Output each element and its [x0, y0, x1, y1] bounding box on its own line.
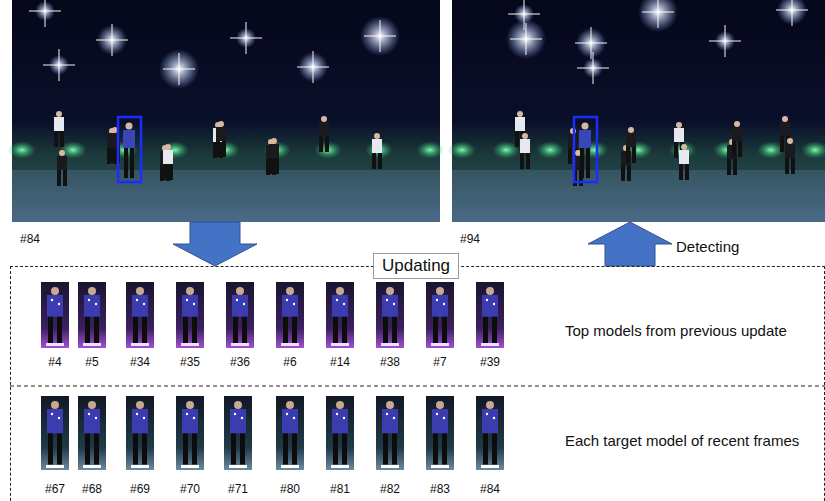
- target-thumbnail: [376, 396, 404, 470]
- frame-number: #39: [480, 355, 500, 369]
- target-thumbnail: [426, 282, 454, 348]
- video-frame-box: #94: [452, 0, 825, 222]
- video-frame: [448, 0, 825, 222]
- frame-number: #68: [82, 482, 102, 496]
- target-thumbnail: [276, 396, 304, 470]
- frame-number: #6: [283, 355, 296, 369]
- arrow-label: Detecting: [676, 238, 739, 255]
- frame-number: #71: [228, 482, 248, 496]
- frame-number: #36: [230, 355, 250, 369]
- frame-number: #83: [430, 482, 450, 496]
- frame-number: #84: [480, 482, 500, 496]
- target-thumbnail: [176, 282, 204, 348]
- frame-number: #67: [45, 482, 65, 496]
- target-thumbnail: [126, 396, 154, 470]
- target-thumbnail: [78, 396, 106, 470]
- bounding-box: [574, 117, 597, 182]
- bounding-box: [118, 117, 141, 182]
- target-thumbnail: [326, 396, 354, 470]
- frame-number: #94: [460, 232, 480, 246]
- block-arrow: [173, 222, 257, 266]
- video-frame-box: #84: [12, 0, 440, 222]
- target-thumbnail: [476, 282, 504, 348]
- frame-number: #5: [85, 355, 98, 369]
- frame-number: #80: [280, 482, 300, 496]
- target-thumbnail: [224, 396, 252, 470]
- target-thumbnail: [176, 396, 204, 470]
- frame-number: #69: [130, 482, 150, 496]
- target-thumbnail: [476, 396, 504, 470]
- target-thumbnail: [41, 396, 69, 470]
- region-title: Updating: [373, 253, 459, 279]
- row-label: Top models from previous update: [565, 322, 787, 339]
- target-thumbnail: [226, 282, 254, 348]
- divider-line: [10, 386, 825, 387]
- row-label: Each target model of recent frames: [565, 432, 799, 449]
- target-thumbnail: [276, 282, 304, 348]
- target-thumbnail: [41, 282, 69, 348]
- target-thumbnail: [426, 396, 454, 470]
- frame-number: #35: [180, 355, 200, 369]
- frame-number: #4: [48, 355, 61, 369]
- frame-number: #34: [130, 355, 150, 369]
- target-thumbnail: [326, 282, 354, 348]
- update-region: Updating: [10, 266, 825, 501]
- frame-number: #81: [330, 482, 350, 496]
- frame-number: #84: [20, 232, 40, 246]
- target-thumbnail: [78, 282, 106, 348]
- frame-number: #7: [433, 355, 446, 369]
- video-frame: [8, 0, 444, 222]
- target-thumbnail: [126, 282, 154, 348]
- frame-number: #38: [380, 355, 400, 369]
- target-thumbnail: [376, 282, 404, 348]
- frame-number: #14: [330, 355, 350, 369]
- frame-number: #82: [380, 482, 400, 496]
- frame-number: #70: [180, 482, 200, 496]
- block-arrow: [588, 222, 672, 266]
